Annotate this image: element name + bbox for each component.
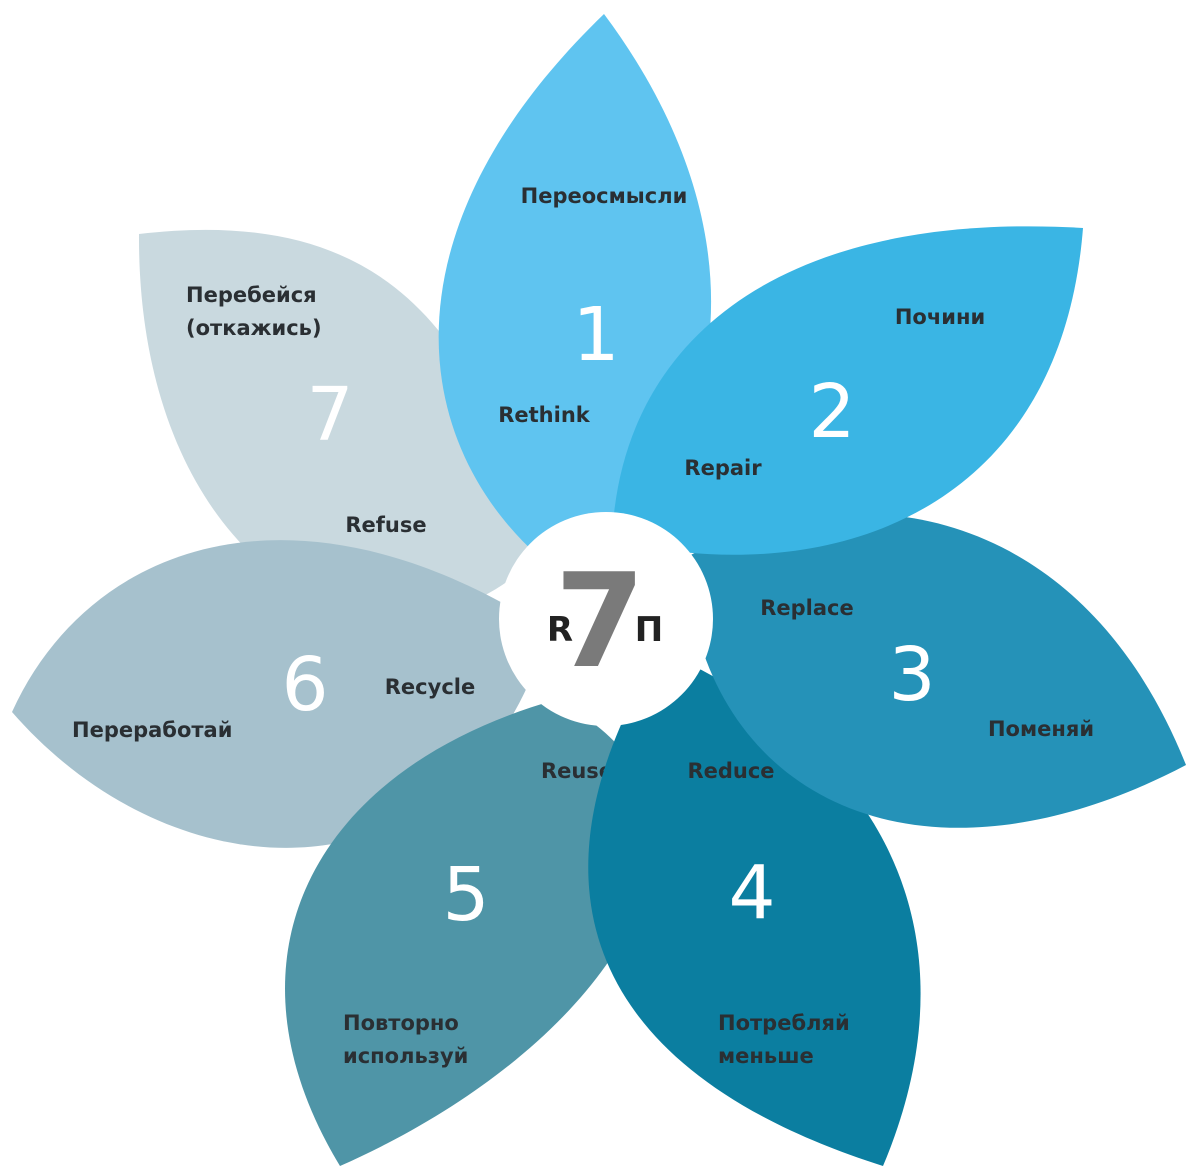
petal-7-ru-line-1: Перебейся [186, 283, 317, 307]
petal-5-number: 5 [442, 852, 489, 938]
petal-6-en-label: Recycle [385, 675, 475, 699]
petal-6-ru-label: Переработай [72, 718, 232, 742]
petal-1-en-label: Rethink [498, 403, 591, 427]
petal-7-number: 7 [306, 372, 353, 458]
petal-2-en-label: Repair [684, 456, 762, 480]
petal-4-ru-line-2: меньше [718, 1044, 814, 1068]
center-logo: R 7 П [499, 512, 713, 726]
petal-3-number: 3 [888, 632, 935, 718]
petal-1-ru-label: Переосмысли [521, 184, 688, 208]
petal-7-refuse: Перебейся (откажись) 7 Refuse [138, 229, 538, 618]
petal-5-reuse: Reuse 5 Повторно используй [285, 700, 654, 1166]
center-letter-pe: П [635, 610, 663, 650]
petal-2-number: 2 [808, 369, 855, 455]
petal-3-replace: Replace 3 Поменяй [685, 513, 1186, 828]
petal-5-shape [285, 700, 654, 1166]
petal-3-shape [685, 513, 1186, 828]
petal-3-en-label: Replace [760, 596, 854, 620]
petal-7-en-label: Refuse [345, 513, 426, 537]
petal-2-ru-label: Почини [895, 305, 985, 329]
petal-3-ru-label: Поменяй [988, 717, 1094, 741]
center-seven: 7 [555, 545, 645, 697]
petal-1-number: 1 [572, 292, 619, 378]
petal-7-ru-line-2: (откажись) [186, 316, 322, 340]
center-letter-r: R [547, 610, 573, 650]
petal-5-ru-line-1: Повторно [343, 1011, 459, 1035]
petal-4-ru-line-1: Потребляй [718, 1011, 850, 1035]
petal-4-number: 4 [728, 850, 775, 936]
petal-6-number: 6 [281, 642, 328, 728]
petal-5-ru-line-2: используй [343, 1044, 468, 1068]
petal-2-repair: Почини 2 Repair [612, 226, 1083, 555]
center-circle [499, 512, 713, 726]
petal-5-en-label: Reuse [541, 759, 613, 783]
petal-2-shape [612, 226, 1083, 555]
petal-4-en-label: Reduce [687, 759, 774, 783]
petal-7-shape [138, 229, 538, 618]
